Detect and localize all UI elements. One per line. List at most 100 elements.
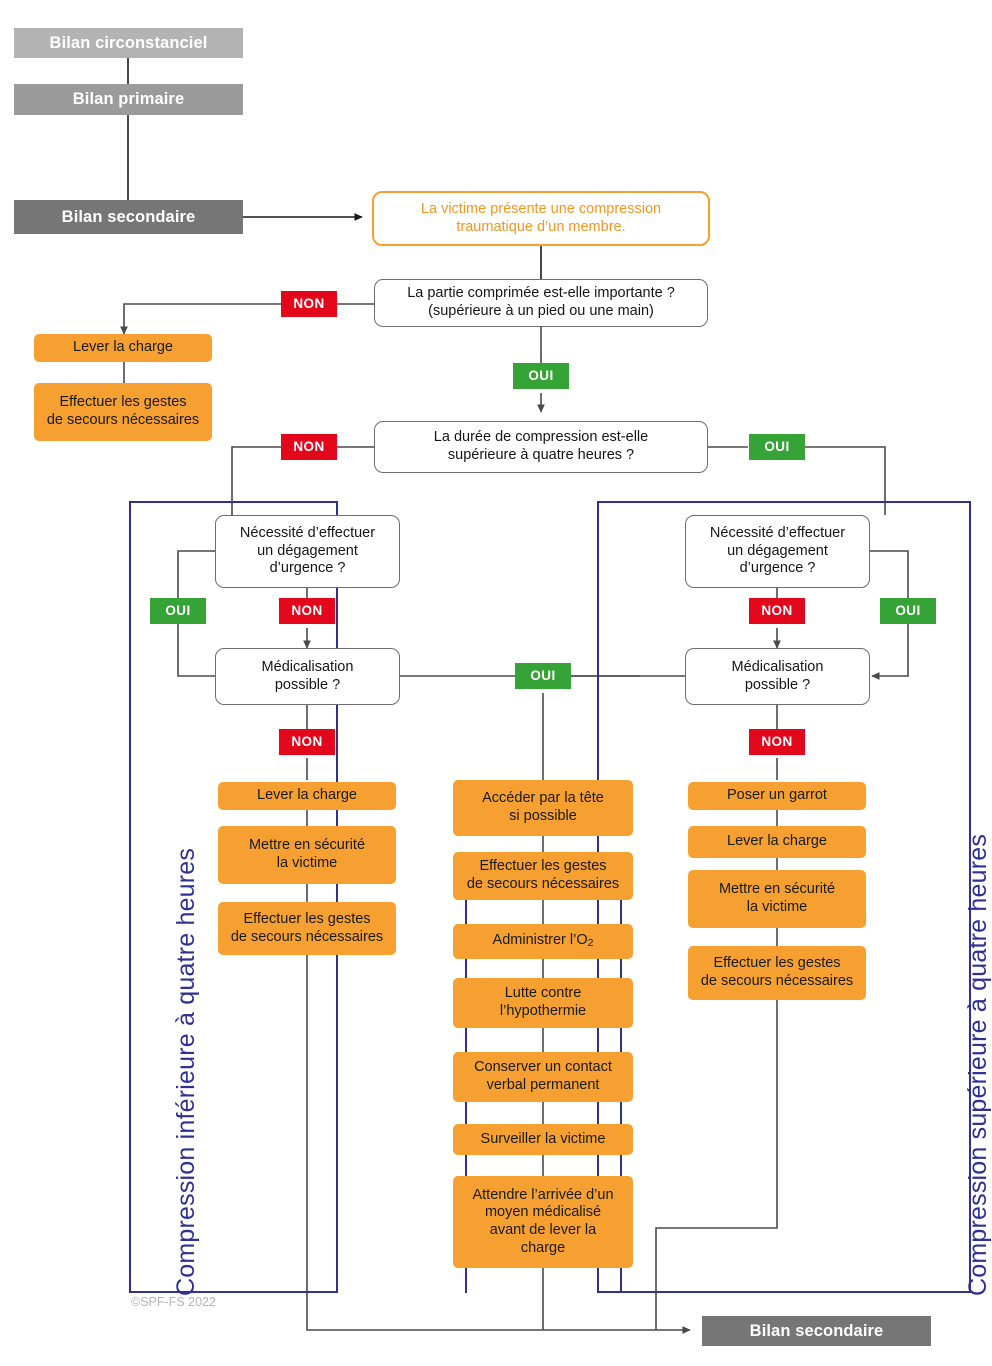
decision-duree-line-1: La durée de compression est-elle xyxy=(433,429,649,446)
action-centre-attendre-arrivee[interactable]: Attendre l’arrivée d’un moyen médicalisé… xyxy=(453,1176,633,1268)
bilan-secondaire-bar[interactable]: Bilan secondaire xyxy=(14,200,243,234)
action-gauche-lever-la-charge[interactable]: Lever la charge xyxy=(218,782,396,810)
action-line-2: si possible xyxy=(509,808,577,824)
tag-non-label: NON xyxy=(291,602,323,618)
bilan-primaire-label: Bilan primaire xyxy=(72,90,185,109)
action-label: Lever la charge xyxy=(73,339,173,356)
action-centre-effectuer-gestes[interactable]: Effectuer les gestes de secours nécessai… xyxy=(453,852,633,900)
tag-oui-degagement-droite: OUI xyxy=(880,598,936,624)
tag-oui-label: OUI xyxy=(165,602,191,618)
action-line-1: Effectuer les gestes xyxy=(713,955,841,972)
action-line-3: avant de lever la xyxy=(489,1222,597,1238)
action-line-1: Effectuer les gestes xyxy=(59,394,187,411)
action-gauche-effectuer-gestes[interactable]: Effectuer les gestes de secours nécessai… xyxy=(218,902,396,955)
bilan-secondaire-final-label: Bilan secondaire xyxy=(749,1321,884,1340)
bilan-secondaire-label: Bilan secondaire xyxy=(61,207,196,226)
action-droite-mettre-en-securite[interactable]: Mettre en sécurité la victime xyxy=(688,870,866,928)
decision-degagement-gauche[interactable]: Nécessité d’effectuer un dégagement d’ur… xyxy=(215,515,400,588)
action-line-2: de secours nécessaires xyxy=(700,973,854,989)
action-centre-lutte-hypothermie[interactable]: Lutte contre l’hypothermie xyxy=(453,978,633,1028)
bilan-secondaire-final-bar[interactable]: Bilan secondaire xyxy=(702,1316,931,1346)
decision-degagement-line-3: d’urgence ? xyxy=(739,560,816,577)
tag-oui-duree: OUI xyxy=(749,434,805,460)
decision-degagement-line-2: un dégagement xyxy=(727,542,828,559)
action-line-1: Lutte contre xyxy=(504,985,582,1002)
tag-non-duree: NON xyxy=(281,434,337,460)
action-centre-contact-verbal[interactable]: Conserver un contact verbal permanent xyxy=(453,1052,633,1102)
tag-non-label: NON xyxy=(293,295,325,311)
frame-label-superieure: Compression supérieure à quatre heures xyxy=(964,833,992,1296)
decision-degagement-line-3: d’urgence ? xyxy=(269,560,346,577)
decision-duree-line-2: supérieure à quatre heures ? xyxy=(447,447,635,463)
action-label-o2: Administrer l’O2 xyxy=(493,932,594,951)
tag-oui-label: OUI xyxy=(764,438,790,454)
tag-oui-medicalisation-centre: OUI xyxy=(515,663,571,689)
decision-degagement-line-1: Nécessité d’effectuer xyxy=(239,524,376,541)
decision-medicalisation-line-2: possible ? xyxy=(274,676,341,693)
action-line-2: l’hypothermie xyxy=(499,1003,587,1019)
start-line-2: traumatique d’un membre. xyxy=(456,218,626,235)
decision-degagement-droite[interactable]: Nécessité d’effectuer un dégagement d’ur… xyxy=(685,515,870,588)
decision-partie-line-1: La partie comprimée est-elle importante … xyxy=(407,285,675,302)
action-top-effectuer-gestes[interactable]: Effectuer les gestes de secours nécessai… xyxy=(34,383,212,441)
action-centre-administrer-o2[interactable]: Administrer l’O2 xyxy=(453,924,633,959)
tag-non-label: NON xyxy=(761,733,793,749)
decision-partie-comprimee[interactable]: La partie comprimée est-elle importante … xyxy=(374,279,708,327)
start-line-1: La victime présente une compression xyxy=(420,200,662,217)
action-label: Surveiller la victime xyxy=(480,1130,606,1147)
action-droite-poser-un-garrot[interactable]: Poser un garrot xyxy=(688,782,866,810)
action-line-2: de secours nécessaires xyxy=(46,412,200,428)
action-line-2: moyen médicalisé xyxy=(484,1204,602,1221)
copyright-notice: ©SPF-FS 2022 xyxy=(131,1295,216,1309)
action-line-1: Accéder par la tête xyxy=(482,790,604,807)
action-line-1: Conserver un contact xyxy=(474,1059,612,1076)
tag-oui-partie-comprimee: OUI xyxy=(513,363,569,389)
bilan-circonstanciel-label: Bilan circonstanciel xyxy=(49,33,208,52)
action-line-1: Effectuer les gestes xyxy=(243,910,371,927)
start-box-compression[interactable]: La victime présente une compression trau… xyxy=(372,191,710,246)
action-line-1: Mettre en sécurité xyxy=(248,837,366,854)
tag-non-label: NON xyxy=(291,733,323,749)
action-centre-surveiller-victime[interactable]: Surveiller la victime xyxy=(453,1124,633,1155)
tag-oui-label: OUI xyxy=(895,602,921,618)
decision-medicalisation-droite[interactable]: Médicalisation possible ? xyxy=(685,648,870,705)
tag-non-label: NON xyxy=(293,438,325,454)
action-gauche-mettre-en-securite[interactable]: Mettre en sécurité la victime xyxy=(218,826,396,884)
tag-oui-degagement-gauche: OUI xyxy=(150,598,206,624)
decision-duree-compression[interactable]: La durée de compression est-elle supérie… xyxy=(374,421,708,473)
tag-oui-label: OUI xyxy=(528,367,554,383)
decision-degagement-line-1: Nécessité d’effectuer xyxy=(709,524,846,541)
action-top-lever-la-charge[interactable]: Lever la charge xyxy=(34,334,212,362)
action-line-1: Mettre en sécurité xyxy=(718,881,836,898)
action-droite-lever-la-charge[interactable]: Lever la charge xyxy=(688,826,866,858)
bilan-circonstanciel-bar[interactable]: Bilan circonstanciel xyxy=(14,28,243,58)
decision-medicalisation-line-1: Médicalisation xyxy=(261,658,354,675)
decision-medicalisation-line-2: possible ? xyxy=(744,676,811,693)
action-line-4: charge xyxy=(520,1239,566,1256)
bilan-primaire-bar[interactable]: Bilan primaire xyxy=(14,84,243,115)
action-line-2: de secours nécessaires xyxy=(230,928,384,945)
action-label: Poser un garrot xyxy=(727,787,827,804)
decision-partie-line-2: (supérieure à un pied ou une main) xyxy=(428,303,654,319)
action-label: Lever la charge xyxy=(257,787,357,804)
action-label: Lever la charge xyxy=(727,833,827,850)
tag-non-medicalisation-droite: NON xyxy=(749,729,805,755)
action-line-2: verbal permanent xyxy=(486,1077,600,1093)
tag-non-degagement-gauche: NON xyxy=(279,598,335,624)
action-droite-effectuer-gestes[interactable]: Effectuer les gestes de secours nécessai… xyxy=(688,946,866,1000)
tag-non-label: NON xyxy=(761,602,793,618)
frame-label-inferieure: Compression inférieure à quatre heures xyxy=(172,847,200,1296)
tag-oui-label: OUI xyxy=(530,667,556,683)
action-centre-acceder-par-la-tete[interactable]: Accéder par la tête si possible xyxy=(453,780,633,836)
decision-medicalisation-gauche[interactable]: Médicalisation possible ? xyxy=(215,648,400,705)
tag-non-degagement-droite: NON xyxy=(749,598,805,624)
tag-non-medicalisation-gauche: NON xyxy=(279,729,335,755)
action-line-1: Attendre l’arrivée d’un xyxy=(472,1186,614,1203)
action-label: Administrer l’O xyxy=(492,932,588,949)
tag-non-partie-comprimee: NON xyxy=(281,291,337,317)
frame-compression-inferieure xyxy=(129,501,338,1293)
decision-medicalisation-line-1: Médicalisation xyxy=(731,658,824,675)
decision-degagement-line-2: un dégagement xyxy=(257,542,358,559)
action-line-2: la victime xyxy=(276,855,338,871)
